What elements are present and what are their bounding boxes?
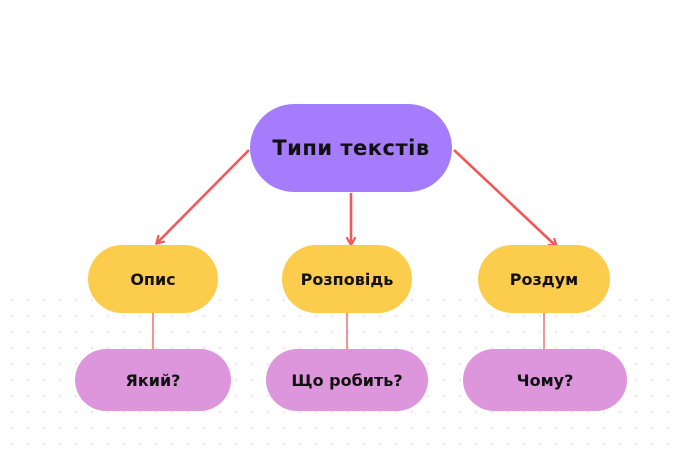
category-node-rozpovid: Розповідь xyxy=(282,245,412,313)
category-label-rozpovid: Розповідь xyxy=(300,269,394,289)
question-label-chomu: Чому? xyxy=(516,370,574,390)
root-node-text-types: Типи текстів xyxy=(250,104,452,192)
arrow-to-rozdum xyxy=(453,149,556,246)
root-node-label: Типи текстів xyxy=(272,136,430,160)
question-label-yakyi: Який? xyxy=(125,370,181,390)
arrow-to-opys xyxy=(157,149,250,243)
question-node-chomu: Чому? xyxy=(463,349,627,411)
category-node-rozdum: Роздум xyxy=(478,245,610,313)
question-node-shcho-robyt: Що робить? xyxy=(266,349,428,411)
category-label-opys: Опис xyxy=(130,269,176,289)
question-node-yakyi: Який? xyxy=(75,349,231,411)
category-node-opys: Опис xyxy=(88,245,218,313)
category-label-rozdum: Роздум xyxy=(509,269,579,289)
question-label-shcho-robyt: Що робить? xyxy=(291,370,403,390)
